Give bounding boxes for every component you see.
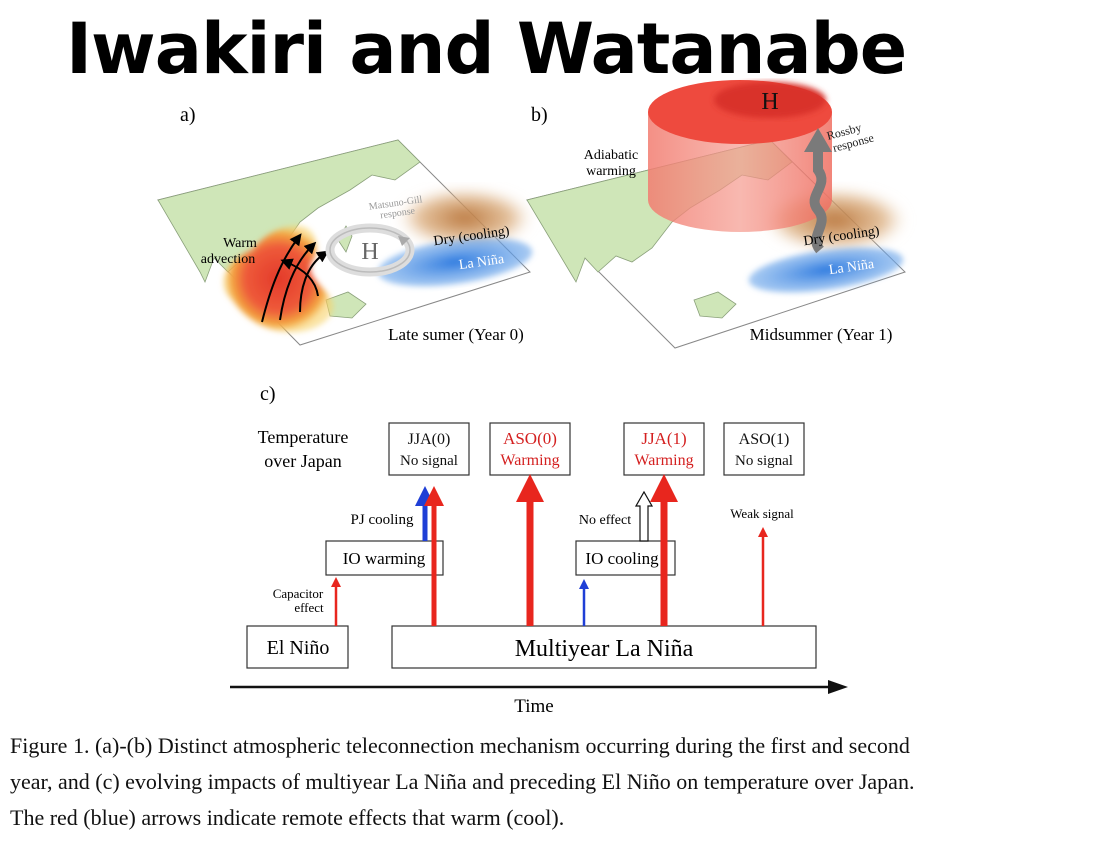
- caption-line-2: year, and (c) evolving impacts of multiy…: [10, 769, 915, 794]
- panel-b-land-island: [693, 291, 737, 319]
- figure-caption: Figure 1. (a)-(b) Distinct atmospheric t…: [10, 728, 1100, 836]
- panel-a-label: a): [180, 104, 196, 126]
- season-box-jja0: [388, 422, 470, 476]
- panel-a-mg-line2: response: [380, 206, 417, 222]
- panel-a-la-nina-area: [377, 237, 533, 287]
- season-aso0-bottom: Warming: [500, 452, 559, 469]
- panel-c: c) Temperature over Japan JJA(0) No sign…: [230, 383, 848, 717]
- multiyear-la-nina-box: [391, 625, 817, 669]
- el-nino-label: El Niño: [267, 637, 330, 659]
- season-box-jja1: [623, 422, 705, 476]
- panel-b: b) H Rossby response Adiabatic warming D…: [526, 80, 907, 349]
- time-label: Time: [514, 696, 553, 717]
- season-jja1-bottom: Warming: [634, 452, 693, 469]
- pj-cooling-label: PJ cooling: [351, 512, 414, 528]
- panel-a-dry-area: [397, 188, 533, 248]
- io-warming-box: [325, 540, 444, 576]
- season-box-aso1: [723, 422, 805, 476]
- panel-c-label: c): [260, 383, 276, 405]
- multiyear-label: Multiyear La Niña: [515, 636, 694, 662]
- time-axis-arrowhead: [828, 680, 848, 694]
- io-cooling-box: [575, 540, 676, 576]
- temp-label-line1: Temperature: [258, 427, 349, 447]
- panel-a-warm-line1: Warm: [223, 236, 257, 251]
- panel-b-adiabatic-line1: Adiabatic: [584, 148, 638, 163]
- el-nino-box: [246, 625, 349, 669]
- season-jja0-top: JJA(0): [408, 431, 451, 448]
- caption-line-3: The red (blue) arrows indicate remote ef…: [10, 805, 565, 830]
- panel-b-cylinder: [648, 112, 832, 232]
- season-jja0-bottom: No signal: [400, 453, 458, 469]
- panel-a-warm-line2: advection: [201, 252, 255, 267]
- io-cooling-label: IO cooling: [585, 549, 659, 568]
- panel-a-la-nina-label: La Niña: [458, 252, 506, 273]
- panel-a-period: Late sumer (Year 0): [388, 325, 524, 344]
- season-jja1-top: JJA(1): [641, 429, 686, 448]
- panel-a-high: H: [361, 239, 378, 265]
- season-aso0-top: ASO(0): [503, 429, 557, 448]
- no-effect-arrow: [634, 490, 654, 542]
- caption-line-1: Figure 1. (a)-(b) Distinct atmospheric t…: [10, 733, 910, 758]
- io-warming-label: IO warming: [343, 549, 426, 568]
- panel-a: a) H Matsuno-Gill response Warm advectio…: [157, 104, 533, 346]
- season-box-aso0: [489, 422, 571, 476]
- season-aso1-top: ASO(1): [739, 431, 790, 448]
- season-aso1-bottom: No signal: [735, 453, 793, 469]
- panel-b-la-nina-label: La Niña: [828, 257, 876, 278]
- panel-b-high: H: [761, 89, 778, 115]
- page-title: Iwakiri and Watanabe: [66, 8, 907, 90]
- temp-label-line2: over Japan: [264, 451, 341, 471]
- panel-b-rossby-arrow: [809, 150, 827, 254]
- panel-b-period: Midsummer (Year 1): [750, 325, 893, 344]
- panel-b-adiabatic-line2: warming: [586, 164, 636, 179]
- weak-signal-label: Weak signal: [730, 506, 794, 521]
- capacitor-line2: effect: [294, 600, 324, 615]
- no-effect-label: No effect: [579, 513, 631, 528]
- panel-b-la-nina-area: [748, 247, 904, 293]
- capacitor-line1: Capacitor: [273, 586, 324, 601]
- panel-b-label: b): [531, 104, 548, 126]
